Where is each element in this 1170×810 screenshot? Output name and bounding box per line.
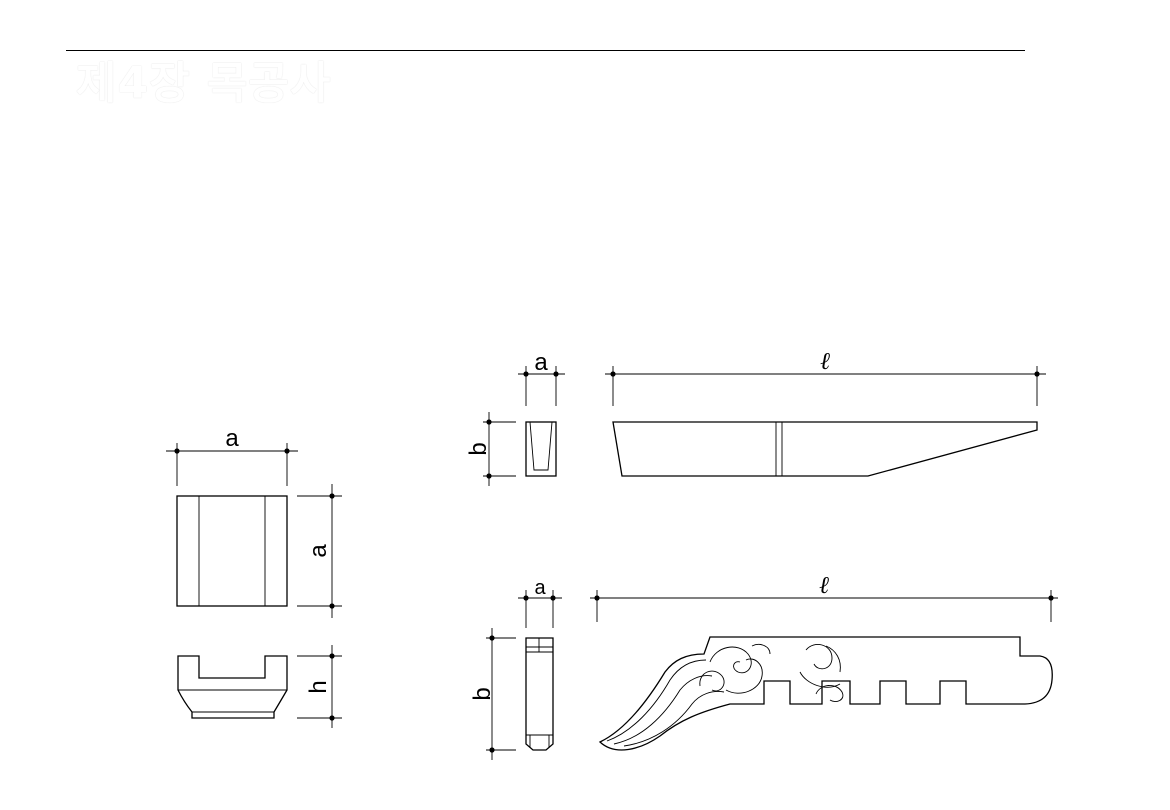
carved-bracket-height-dimension: b (469, 628, 516, 760)
block-width-dimension: a (166, 425, 298, 486)
block-top-view (176, 495, 288, 607)
plain-bracket-width-label: a (534, 349, 548, 376)
carved-bracket-elevation (598, 636, 1053, 751)
block-height-dimension: h (297, 645, 342, 728)
block-height-label: h (305, 680, 332, 693)
plain-bracket-section (525, 421, 557, 477)
plain-bracket-length-dimension: ℓ (605, 349, 1046, 406)
plain-bracket-width-dimension: a (518, 349, 565, 406)
carved-bracket-length-dimension: ℓ (590, 573, 1058, 622)
block-depth-label: a (305, 544, 332, 558)
plain-bracket-length-label: ℓ (820, 349, 830, 375)
block-side-view (177, 655, 288, 719)
carved-bracket-width-label: a (534, 577, 546, 599)
page-title: 제4장 목공사 (76, 58, 332, 109)
block-width-label: a (225, 425, 239, 452)
carved-bracket-width-dimension: a (518, 577, 562, 628)
header-rule (66, 50, 1025, 51)
carved-bracket-length-label: ℓ (819, 573, 829, 599)
plain-bracket-elevation (612, 421, 1038, 477)
carved-bracket-section (525, 637, 554, 751)
block-depth-dimension: a (297, 484, 342, 618)
plain-bracket-height-label: b (465, 442, 492, 455)
plain-bracket-height-dimension: b (465, 412, 516, 486)
carved-bracket-height-label: b (469, 687, 496, 700)
